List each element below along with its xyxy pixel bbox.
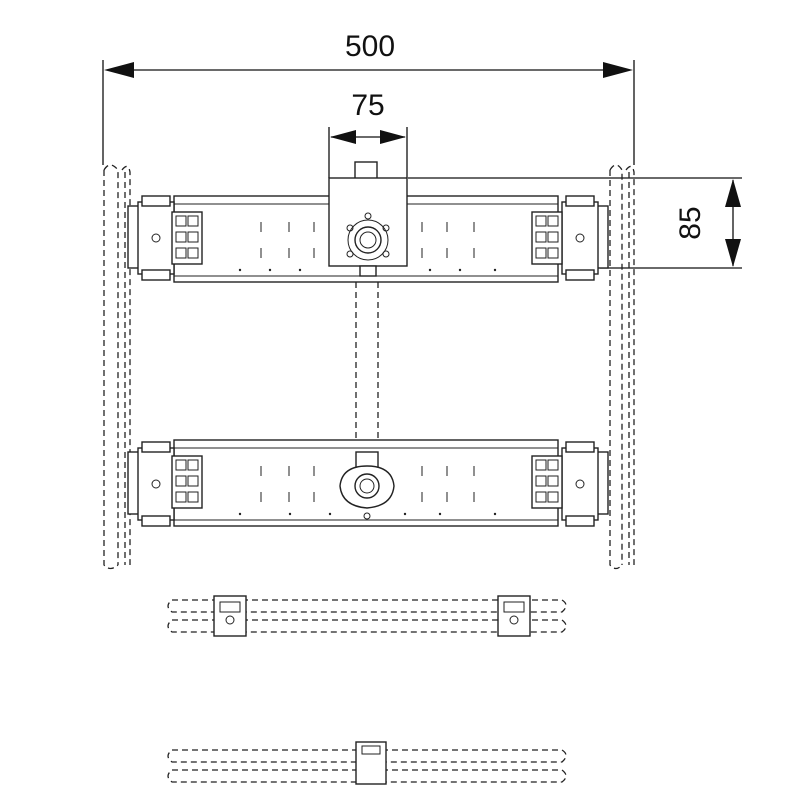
dimension-label-75: 75 [351,89,384,122]
dimension-center-width: 75 [328,89,408,178]
lower-scale-marks [238,466,497,516]
dimension-depth: 85 [408,177,742,269]
connecting-pipe [355,282,379,440]
left-rail [103,164,131,570]
lower-center-outlet [339,451,395,520]
upper-right-bracket [531,195,609,281]
upper-left-bracket [127,195,203,281]
dimension-label-85: 85 [674,206,707,239]
accessory-rail-1 [167,595,567,637]
right-rail [609,164,635,570]
lower-right-bracket [531,441,609,527]
dimension-overall-width: 500 [102,30,635,165]
dimension-label-500: 500 [345,30,395,63]
upper-scale-marks [238,222,497,272]
lower-left-bracket [127,441,203,527]
center-mounting-block [328,161,408,277]
accessory-rail-2 [167,741,567,785]
